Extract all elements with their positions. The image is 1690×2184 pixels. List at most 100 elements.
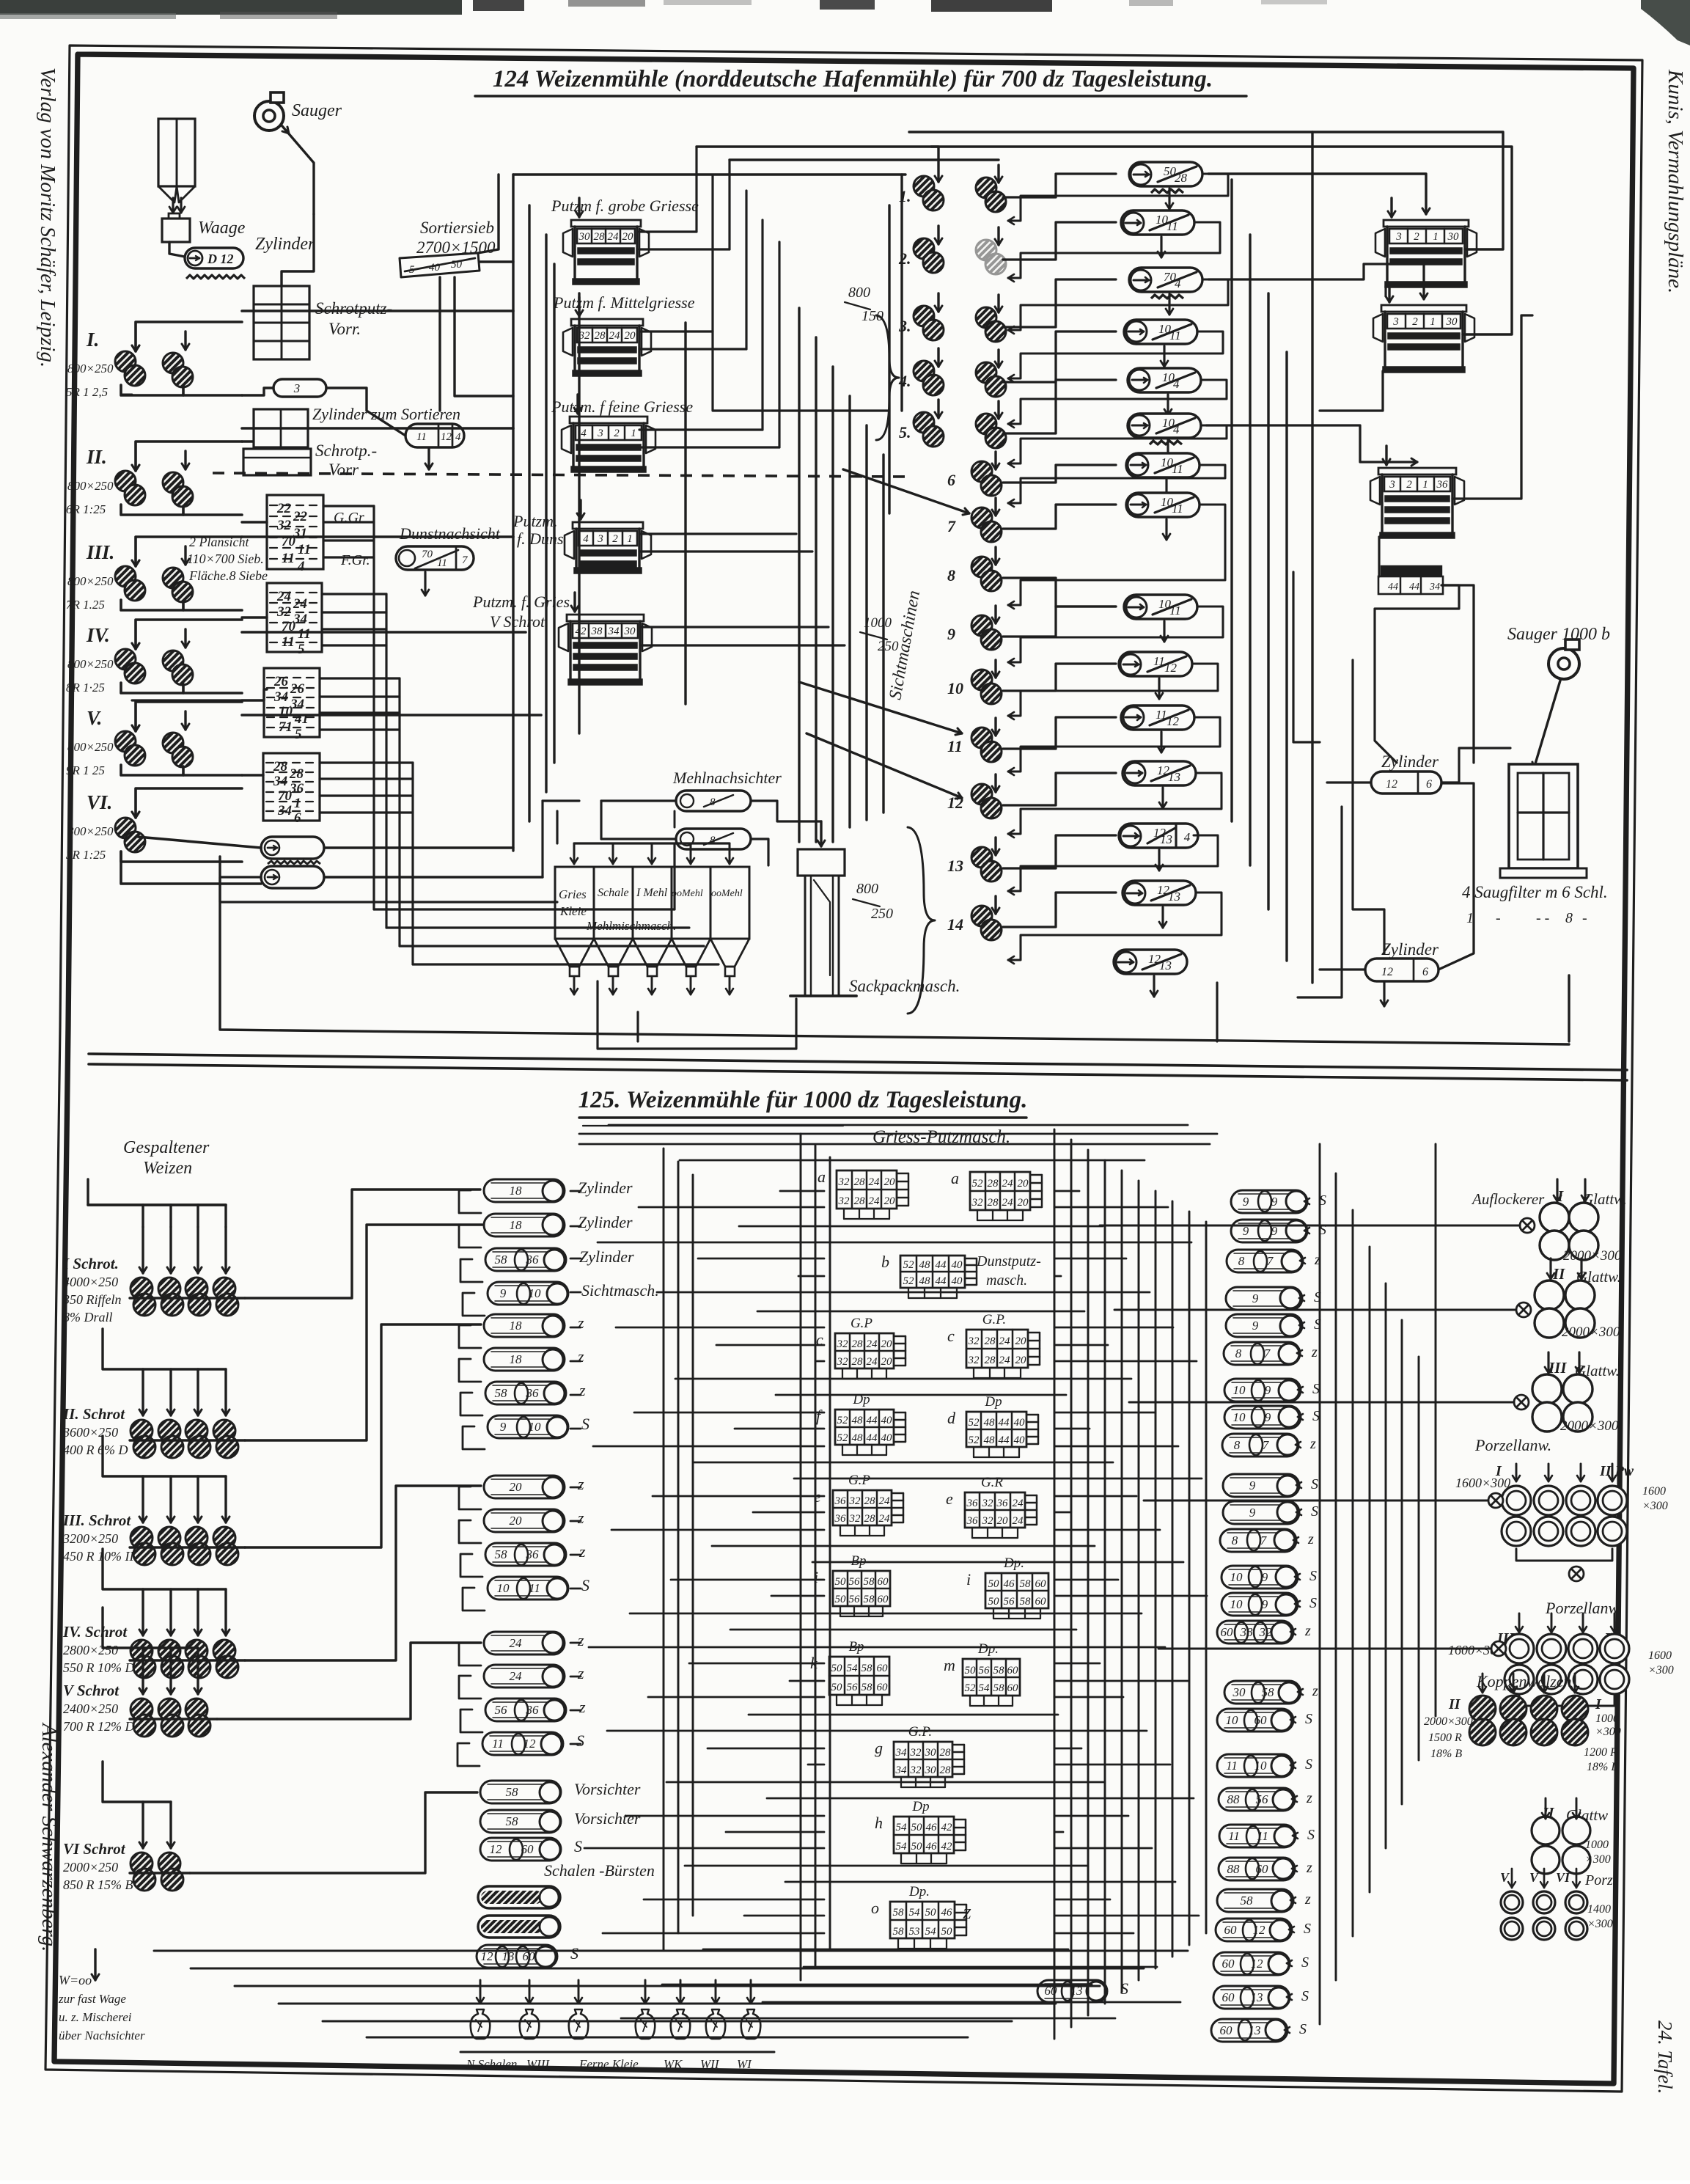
svg-text:44: 44 xyxy=(867,1415,878,1426)
svg-text:58: 58 xyxy=(893,1926,905,1938)
svg-text:56: 56 xyxy=(495,1703,508,1717)
svg-text:13: 13 xyxy=(1160,832,1172,846)
svg-text:44: 44 xyxy=(1409,582,1419,593)
svg-text:32: 32 xyxy=(849,1495,861,1507)
svg-text:52: 52 xyxy=(965,1682,977,1694)
svg-text:54: 54 xyxy=(979,1682,991,1694)
svg-text:28: 28 xyxy=(988,1197,999,1209)
svg-text:32: 32 xyxy=(838,1176,850,1188)
svg-text:20: 20 xyxy=(997,1515,1009,1527)
svg-text:2400×250: 2400×250 xyxy=(63,1701,118,1716)
svg-text:12: 12 xyxy=(1148,952,1161,966)
svg-text:b: b xyxy=(881,1253,889,1271)
svg-text:10: 10 xyxy=(1161,495,1174,509)
svg-text:13: 13 xyxy=(1249,2023,1261,2037)
svg-text:800×250: 800×250 xyxy=(67,740,114,754)
svg-text:7: 7 xyxy=(1267,1254,1274,1268)
svg-text:1400: 1400 xyxy=(1587,1903,1611,1916)
svg-text:Schalen -Bürsten: Schalen -Bürsten xyxy=(544,1861,655,1880)
svg-text:42: 42 xyxy=(941,1822,953,1833)
svg-text:u. z. Mischerei: u. z. Mischerei xyxy=(59,2010,132,2024)
svg-text:S: S xyxy=(1305,1756,1312,1773)
svg-text:WK: WK xyxy=(664,2057,683,2071)
svg-text:o: o xyxy=(871,1899,879,1917)
svg-text:e: e xyxy=(946,1489,953,1508)
svg-text:Mehlnachsichter: Mehlnachsichter xyxy=(672,769,782,787)
svg-text:3200×250: 3200×250 xyxy=(62,1531,118,1546)
svg-text:36: 36 xyxy=(834,1495,847,1507)
svg-text:28: 28 xyxy=(985,1335,996,1347)
svg-text:z: z xyxy=(577,1475,584,1493)
svg-text:Weizen: Weizen xyxy=(143,1159,192,1178)
svg-text:6: 6 xyxy=(947,471,955,489)
svg-text:11: 11 xyxy=(1153,654,1165,668)
svg-text:54: 54 xyxy=(925,1926,937,1938)
svg-text:8: 8 xyxy=(710,835,716,846)
svg-text:50: 50 xyxy=(988,1578,1000,1590)
svg-text:×300: ×300 xyxy=(1587,1918,1613,1930)
svg-text:Vorr: Vorr xyxy=(328,461,359,479)
svg-text:7: 7 xyxy=(462,554,469,566)
svg-text:26: 26 xyxy=(290,681,305,697)
svg-text:1600×300: 1600×300 xyxy=(1448,1643,1503,1657)
svg-text:28: 28 xyxy=(864,1513,876,1525)
svg-text:Porzellanw.: Porzellanw. xyxy=(1474,1436,1551,1454)
svg-text:3: 3 xyxy=(1395,231,1402,243)
svg-text:Zylinder: Zylinder xyxy=(579,1247,634,1266)
svg-text:70: 70 xyxy=(422,549,433,560)
svg-text:3: 3 xyxy=(293,381,301,395)
svg-text:S: S xyxy=(581,1415,589,1433)
svg-text:S: S xyxy=(1301,1988,1309,2004)
svg-text:50: 50 xyxy=(965,1665,977,1677)
svg-text:24: 24 xyxy=(879,1495,891,1507)
svg-text:9: 9 xyxy=(1271,1224,1278,1238)
svg-text:11: 11 xyxy=(282,634,295,650)
svg-text:28: 28 xyxy=(864,1495,876,1507)
svg-text:ooMehl: ooMehl xyxy=(672,888,703,899)
svg-text:36: 36 xyxy=(966,1498,979,1509)
svg-text:S: S xyxy=(1309,1595,1317,1611)
svg-text:3: 3 xyxy=(597,428,603,439)
svg-text:11: 11 xyxy=(416,431,427,443)
svg-text:11: 11 xyxy=(437,557,447,569)
svg-text:58: 58 xyxy=(1020,1578,1032,1590)
svg-text:Putzm f. Mittelgriesse: Putzm f. Mittelgriesse xyxy=(553,293,695,312)
svg-text:52: 52 xyxy=(972,1178,984,1190)
svg-text:48: 48 xyxy=(919,1259,931,1271)
svg-text:S: S xyxy=(1304,1921,1311,1937)
svg-text:58: 58 xyxy=(864,1594,875,1605)
svg-text:60: 60 xyxy=(878,1576,889,1588)
svg-text:46: 46 xyxy=(926,1841,938,1853)
svg-text:2000×300: 2000×300 xyxy=(1560,1418,1619,1434)
svg-text:z: z xyxy=(1304,1623,1311,1639)
svg-text:58: 58 xyxy=(506,1814,519,1828)
svg-text:12: 12 xyxy=(1167,714,1180,728)
svg-text:12: 12 xyxy=(1164,661,1178,675)
svg-text:10: 10 xyxy=(1230,1597,1243,1611)
svg-text:54: 54 xyxy=(909,1907,921,1919)
svg-text:Putzm f. grobe Griesse: Putzm f. grobe Griesse xyxy=(551,197,699,215)
svg-text:24: 24 xyxy=(1013,1515,1024,1527)
svg-text:800×250: 800×250 xyxy=(67,574,114,588)
svg-text:58: 58 xyxy=(993,1682,1005,1694)
svg-text:50: 50 xyxy=(911,1841,923,1853)
svg-text:S: S xyxy=(570,1944,578,1963)
svg-text:54: 54 xyxy=(896,1822,908,1833)
svg-text:11: 11 xyxy=(529,1581,540,1595)
svg-text:4 Saugfilter m 6 Schl.: 4 Saugfilter m 6 Schl. xyxy=(1462,883,1608,901)
svg-text:Koppenwalzen: Koppenwalzen xyxy=(1476,1672,1572,1690)
svg-text:30: 30 xyxy=(925,1747,937,1759)
svg-text:z: z xyxy=(1306,1860,1312,1876)
svg-text:1: 1 xyxy=(627,533,633,545)
svg-text:40: 40 xyxy=(952,1259,963,1271)
svg-text:50: 50 xyxy=(831,1663,843,1674)
svg-text:V Schrot: V Schrot xyxy=(63,1682,120,1699)
svg-text:z: z xyxy=(578,1698,586,1716)
svg-text:40: 40 xyxy=(429,262,441,274)
svg-text:56: 56 xyxy=(1256,1792,1269,1806)
svg-text:II: II xyxy=(1448,1696,1461,1712)
svg-text:58: 58 xyxy=(1262,1685,1275,1699)
svg-text:Zylinder: Zylinder xyxy=(578,1179,633,1197)
svg-text:4: 4 xyxy=(1175,276,1181,290)
svg-text:28: 28 xyxy=(594,231,606,243)
